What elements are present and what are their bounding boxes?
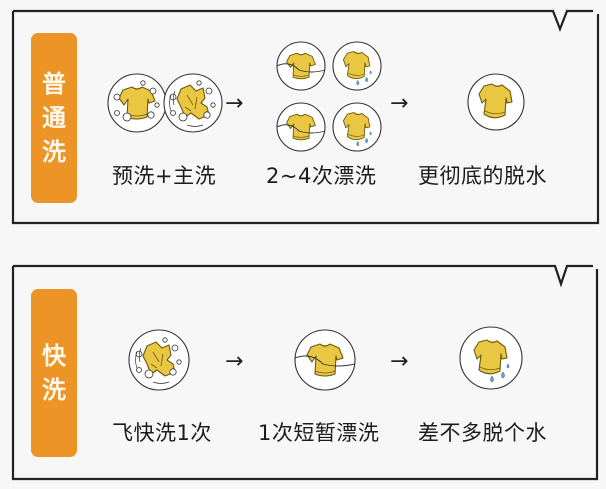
dripping-shirt-icon xyxy=(459,326,523,390)
rinse-shirt-icon xyxy=(294,329,356,391)
tumbling-shirt-icon xyxy=(163,73,223,133)
rinse-shirt-icon xyxy=(276,41,326,91)
normal-wash-panel: 普 通 洗 → → 预洗+主洗 2~4次漂洗 更彻底的脱水 xyxy=(0,0,606,240)
arrow-icon: → xyxy=(225,349,244,374)
step-label-prewash-mainwash: 预洗+主洗 xyxy=(112,164,217,188)
arrow-icon: → xyxy=(390,349,409,374)
step-label-rinse: 2~4次漂洗 xyxy=(266,164,377,188)
step-label-light-spin: 差不多脱个水 xyxy=(418,421,547,445)
dry-shirt-icon xyxy=(467,73,525,131)
tag-char: 洗 xyxy=(42,376,66,404)
arrow-icon: → xyxy=(390,91,409,116)
dripping-shirt-icon xyxy=(332,102,382,152)
tag-char: 洗 xyxy=(42,138,66,166)
speech-bubble-frame xyxy=(11,264,599,481)
step-label-quick-wash: 飞快洗1次 xyxy=(112,421,212,445)
step-label-spin: 更彻底的脱水 xyxy=(418,164,547,188)
tag-char: 快 xyxy=(42,342,66,370)
quick-wash-panel: 快 洗 → → 飞快洗1次 1次短暂漂洗 差不多脱个水 xyxy=(0,240,606,489)
tag-char: 通 xyxy=(42,104,66,132)
normal-wash-tag: 普 通 洗 xyxy=(31,33,77,203)
step-label-short-rinse: 1次短暂漂洗 xyxy=(258,421,380,445)
rinse-shirt-icon xyxy=(276,102,326,152)
sudsy-shirt-icon xyxy=(107,73,167,133)
tag-char: 普 xyxy=(42,70,66,98)
speech-bubble-frame xyxy=(11,9,600,225)
arrow-icon: → xyxy=(225,91,244,116)
dripping-shirt-icon xyxy=(332,41,382,91)
quick-wash-tag: 快 洗 xyxy=(31,289,77,457)
tumbling-shirt-icon xyxy=(128,329,190,391)
